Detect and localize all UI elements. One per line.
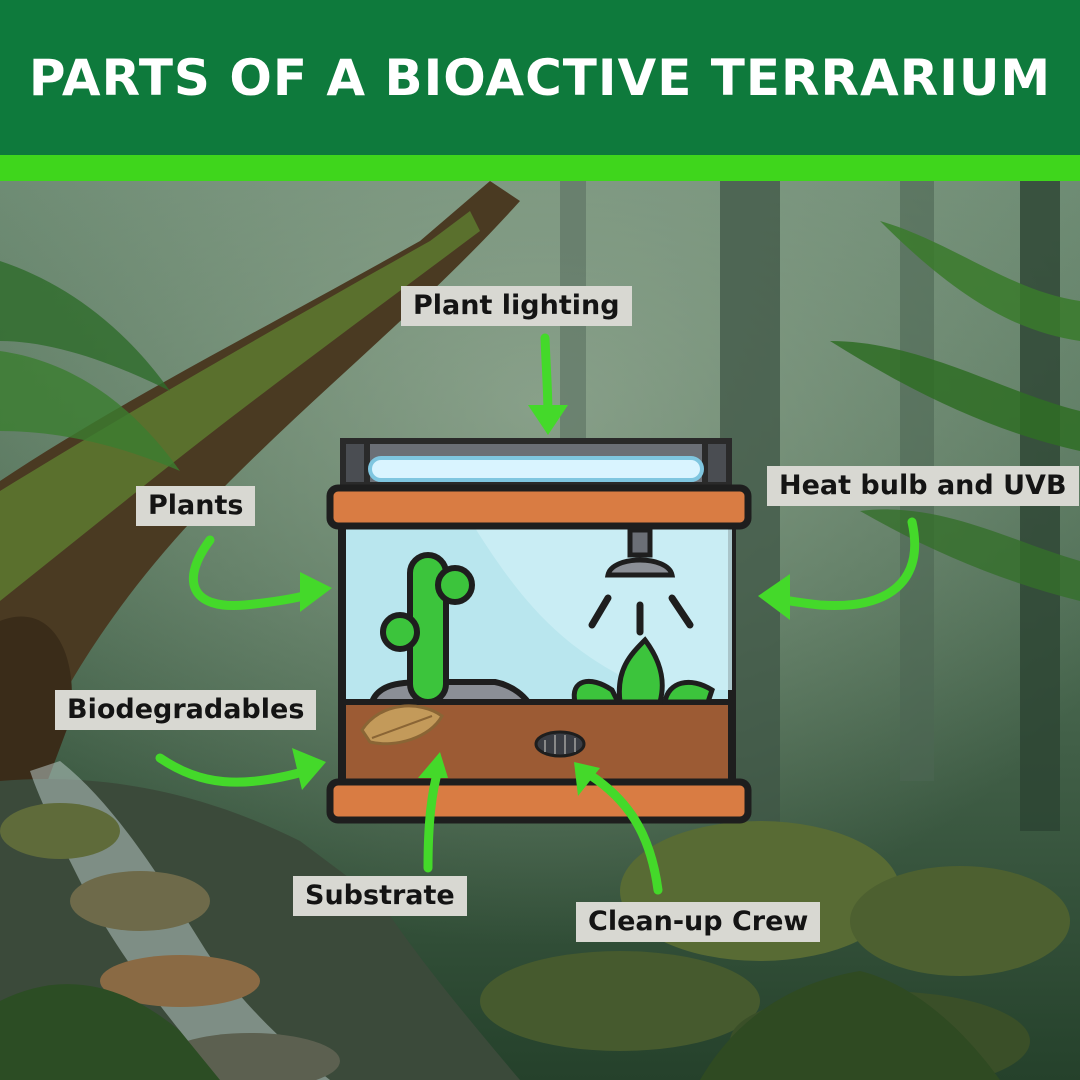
header-banner: PARTS OF A BIOACTIVE TERRARIUM xyxy=(0,0,1080,155)
heat-lamp xyxy=(588,527,694,636)
arrowhead-plant-lighting xyxy=(528,405,568,435)
arrowhead-cleanup-crew xyxy=(574,762,600,796)
label-biodegradables: Biodegradables xyxy=(55,690,317,730)
arrowhead-plants xyxy=(300,572,332,612)
arrow-plants xyxy=(189,535,323,611)
page-title: PARTS OF A BIOACTIVE TERRARIUM xyxy=(28,48,1052,107)
label-plant-lighting: Plant lighting xyxy=(401,286,632,326)
header-stripe xyxy=(0,155,1080,181)
label-plants: Plants xyxy=(136,486,256,526)
plant-cactus xyxy=(380,552,475,705)
light-fixture xyxy=(340,438,732,488)
label-cleanup-crew: Clean-up Crew xyxy=(576,902,821,942)
arrowhead-substrate xyxy=(418,752,448,778)
label-heat-bulb: Heat bulb and UVB xyxy=(767,466,1079,506)
terrarium-tank xyxy=(326,484,752,824)
plant-leafy xyxy=(571,636,715,705)
arrow-heat-bulb xyxy=(765,517,920,611)
label-substrate: Substrate xyxy=(293,876,467,916)
arrowhead-heat-bulb xyxy=(758,574,790,620)
arrow-cleanup-crew xyxy=(585,770,663,895)
arrowhead-biodegradables xyxy=(292,748,326,790)
arrow-biodegradables xyxy=(155,753,315,787)
isopod xyxy=(534,730,586,758)
